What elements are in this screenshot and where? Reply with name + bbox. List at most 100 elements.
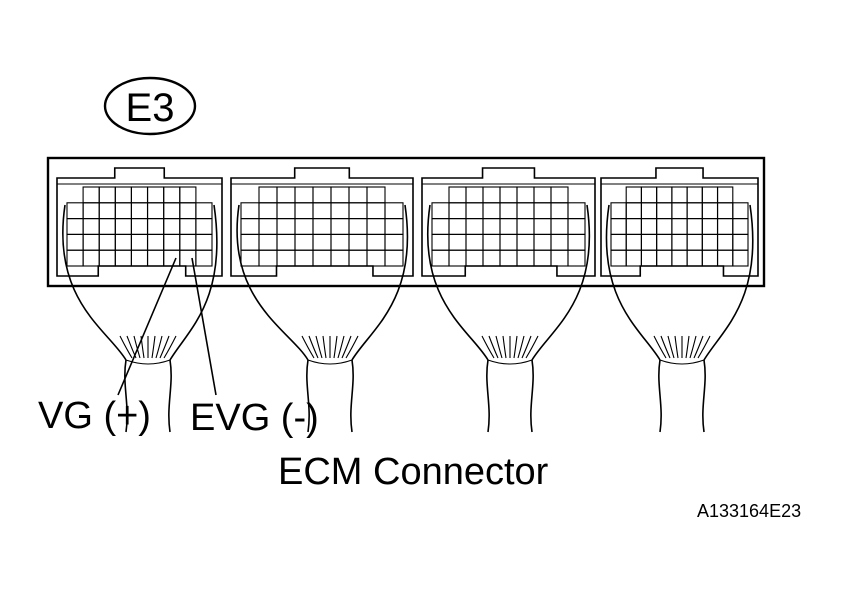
terminal-cell: [567, 218, 586, 235]
terminal-cell: [640, 186, 658, 204]
terminal-cell: [366, 218, 386, 235]
terminal-cell: [701, 218, 719, 235]
terminal-cell: [276, 249, 296, 267]
terminal-cell: [366, 233, 386, 251]
terminal-cell: [258, 233, 278, 251]
terminal-cell: [130, 233, 149, 251]
terminal-cell: [130, 249, 149, 267]
terminal-cell: [671, 218, 688, 235]
terminal-cell: [294, 249, 314, 267]
ecm-connector-caption: ECM Connector: [278, 451, 549, 493]
terminal-cell: [330, 249, 350, 267]
terminal-cell: [384, 218, 404, 235]
terminal-cell: [98, 249, 116, 267]
terminal-cell: [701, 249, 719, 267]
terminal-cell: [312, 186, 332, 204]
terminal-cell: [686, 249, 703, 267]
wire-strand: [315, 335, 323, 359]
terminal-cell: [516, 249, 535, 267]
terminal-cell: [448, 186, 467, 204]
terminal-cell: [312, 218, 332, 235]
terminal-cell: [640, 202, 658, 220]
wire-strand: [513, 335, 518, 359]
terminal-cell: [482, 202, 501, 220]
terminal-cell: [516, 233, 535, 251]
terminal-cell: [499, 186, 518, 204]
terminal-cell: [701, 202, 719, 220]
wire-strand: [667, 335, 675, 359]
terminal-cell: [640, 233, 658, 251]
terminal-cell: [163, 202, 181, 220]
terminal-cell: [348, 186, 368, 204]
sleeve-left: [124, 359, 128, 433]
terminal-cell: [656, 186, 673, 204]
terminal-cell: [294, 218, 314, 235]
terminal-cell: [330, 233, 350, 251]
terminal-cell: [114, 186, 132, 204]
block-shell: [230, 167, 414, 277]
terminal-cell: [147, 233, 165, 251]
terminal-cell: [312, 233, 332, 251]
terminal-cell: [448, 249, 467, 267]
terminal-cell: [625, 186, 642, 204]
terminal-cell: [533, 218, 552, 235]
terminal-cell: [671, 186, 688, 204]
terminal-cell: [516, 186, 535, 204]
terminal-cell: [82, 186, 100, 204]
terminal-cell: [717, 233, 734, 251]
sleeve-left: [658, 359, 662, 433]
terminal-cell: [431, 202, 450, 220]
terminal-cell: [625, 249, 642, 267]
terminal-cell: [366, 186, 386, 204]
terminal-cell: [656, 202, 673, 220]
wire-strand: [685, 335, 690, 359]
wire-strand: [333, 335, 338, 359]
terminal-cell: [195, 249, 213, 267]
terminal-cell: [448, 218, 467, 235]
terminal-cell: [130, 218, 149, 235]
harness-fan-left: [605, 204, 661, 361]
terminal-cell: [431, 249, 450, 267]
terminal-cell: [550, 202, 569, 220]
harness-fan-right: [703, 204, 754, 361]
wire-strand: [697, 335, 711, 359]
wire-strand: [119, 335, 133, 359]
terminal-cell: [550, 233, 569, 251]
terminal-cell: [732, 202, 749, 220]
terminal-cell: [258, 218, 278, 235]
vg-plus-label: VG (+): [38, 395, 151, 437]
terminal-cell: [625, 233, 642, 251]
sleeve-right: [702, 359, 706, 433]
sleeve-right: [168, 359, 172, 433]
terminal-cell: [499, 233, 518, 251]
block-shell: [421, 167, 596, 277]
terminal-cell: [195, 218, 213, 235]
terminal-cell: [717, 202, 734, 220]
terminal-cell: [82, 249, 100, 267]
terminal-cell: [717, 249, 734, 267]
terminal-cell: [482, 186, 501, 204]
terminal-cell: [312, 202, 332, 220]
block-shell: [56, 167, 223, 277]
terminal-cell: [147, 202, 165, 220]
terminal-cell: [482, 218, 501, 235]
terminal-cell: [550, 186, 569, 204]
terminal-cell: [431, 233, 450, 251]
sleeve-top: [487, 359, 533, 365]
terminal-cell: [717, 218, 734, 235]
terminal-cell: [330, 186, 350, 204]
wire-strand: [653, 335, 667, 359]
sleeve-right: [530, 359, 534, 433]
terminal-cell: [516, 218, 535, 235]
terminal-cell: [195, 233, 213, 251]
terminal-cell: [625, 202, 642, 220]
wire-strand: [163, 335, 177, 359]
terminal-cell: [147, 186, 165, 204]
evg-leader-line: [191, 257, 217, 396]
terminal-cell: [671, 249, 688, 267]
terminal-cell: [82, 202, 100, 220]
terminal-cell: [98, 186, 116, 204]
terminal-cell: [348, 218, 368, 235]
figure-id: A133164E23: [697, 501, 801, 521]
wire-strand: [517, 335, 525, 359]
